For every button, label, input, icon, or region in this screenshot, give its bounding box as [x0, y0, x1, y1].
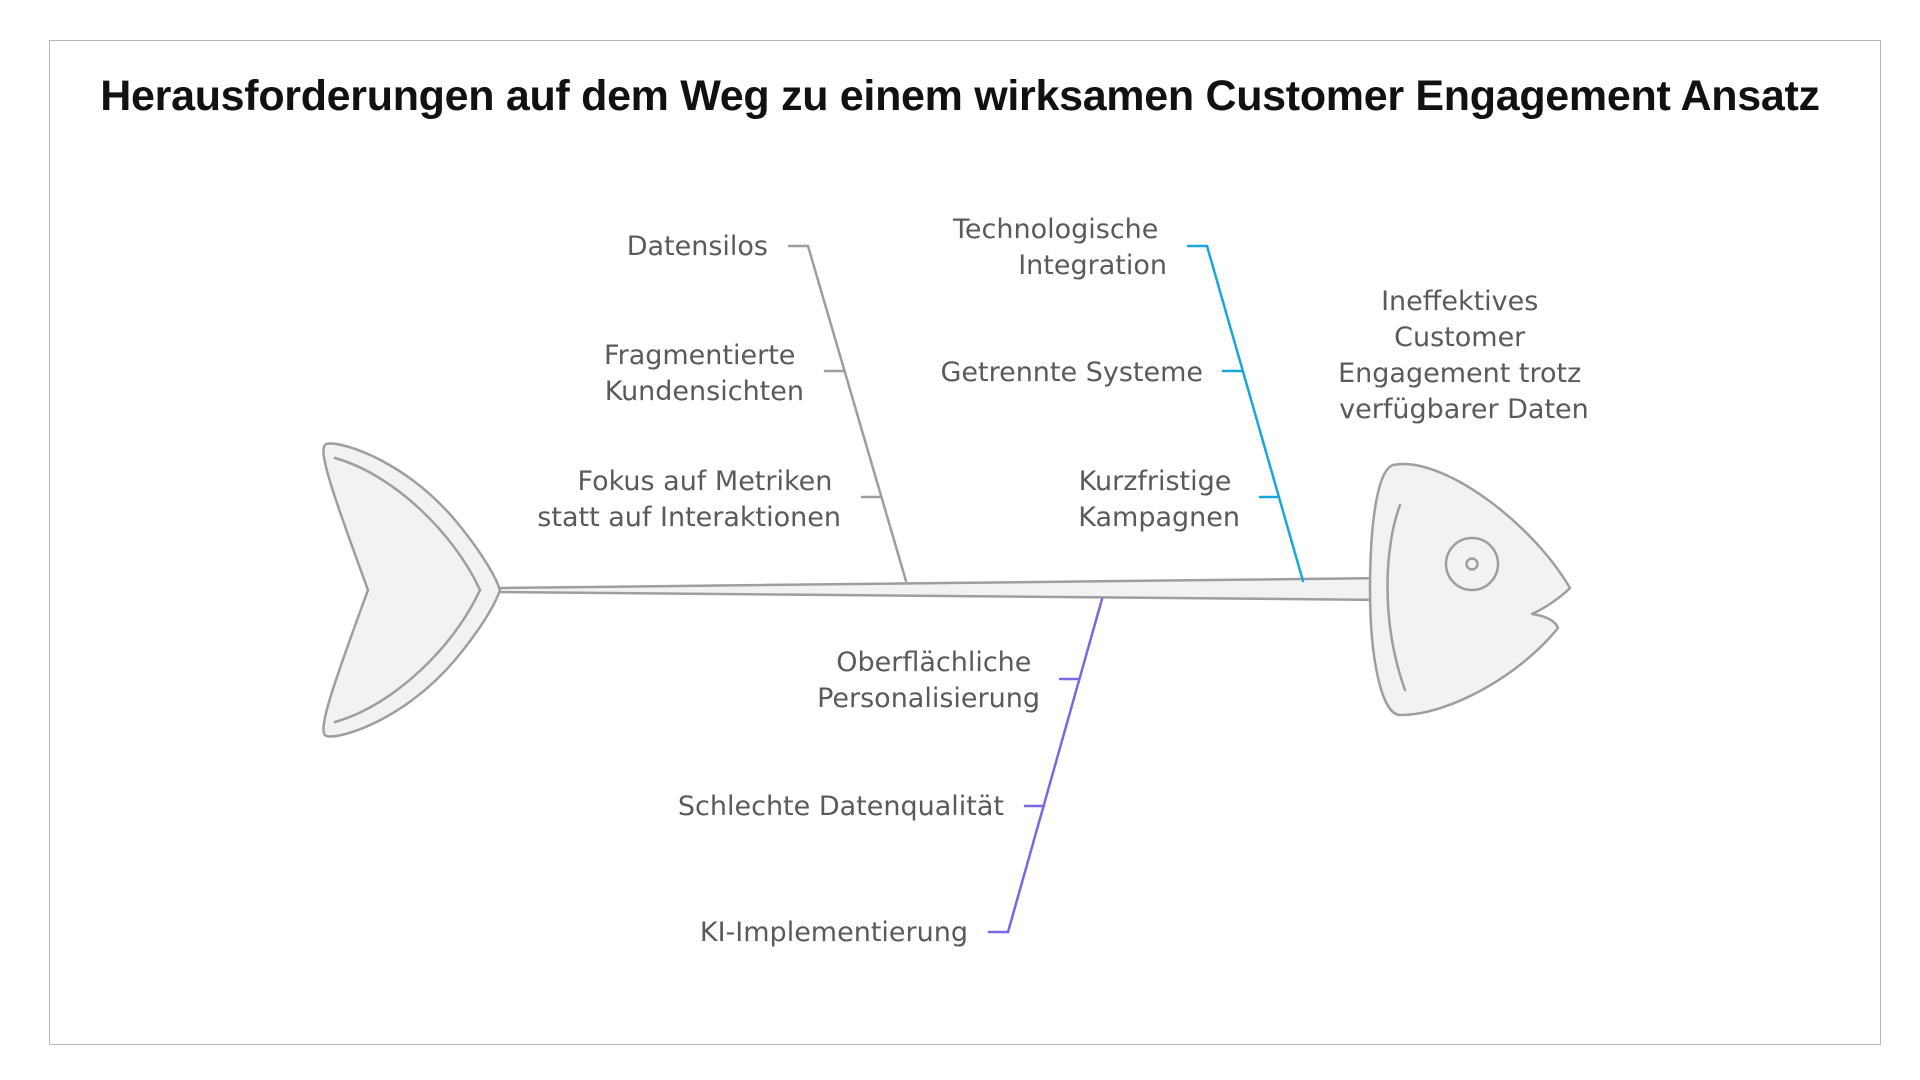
- cause-oberflaechliche-personalisierung: Oberflächliche Personalisierung: [817, 647, 1040, 714]
- cause-ki-implementierung: KI-Implementierung: [700, 917, 968, 948]
- cause-getrennte-systeme: Getrennte Systeme: [940, 357, 1203, 388]
- fish-spine: [498, 576, 1392, 602]
- effect-label: Ineffektives Customer Engagement trotz v…: [1338, 286, 1590, 425]
- bone-lower: [987, 597, 1104, 934]
- bone-upper-left: [787, 244, 908, 583]
- cause-kurzfristige-kampagnen: Kurzfristige Kampagnen: [1078, 466, 1240, 533]
- cause-datensilos: Datensilos: [627, 231, 768, 262]
- cause-schlechte-datenqualitaet: Schlechte Datenqualität: [678, 791, 1004, 822]
- fish-head: [1368, 462, 1572, 717]
- cause-technologische-integration: Technologische Integration: [952, 214, 1167, 281]
- cause-fragmentierte-kundensichten: Fragmentierte Kundensichten: [604, 340, 804, 407]
- page-title: Herausforderungen auf dem Weg zu einem w…: [100, 72, 1820, 120]
- bone-upper-right: [1186, 244, 1305, 583]
- cause-fokus-auf-metriken: Fokus auf Metriken statt auf Interaktion…: [537, 466, 841, 533]
- fish-tail: [322, 442, 502, 738]
- eye-icon: [1444, 536, 1500, 592]
